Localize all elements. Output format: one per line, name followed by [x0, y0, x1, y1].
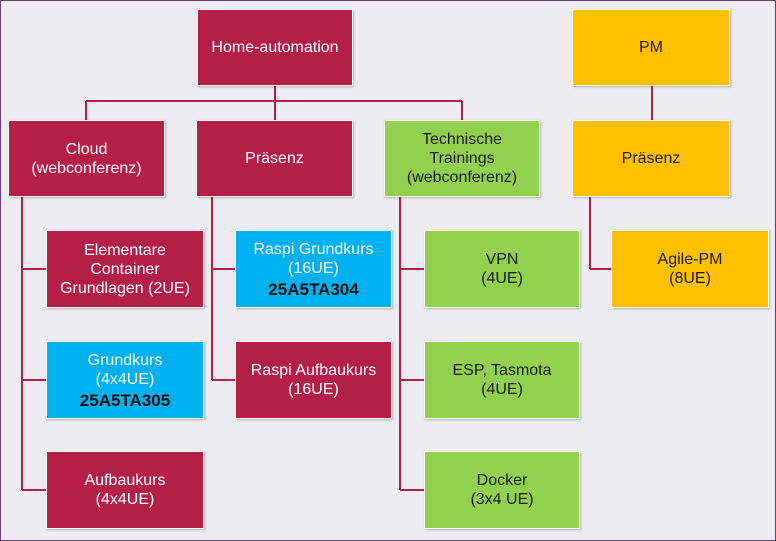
node-grundkurs: Grundkurs (4x4UE) 25A5TA305	[46, 341, 204, 419]
node-esp-tasmota: ESP, Tasmota (4UE)	[424, 341, 580, 419]
node-agile-pm: Agile-PM (8UE)	[611, 230, 769, 308]
node-label: (webconferenz)	[31, 159, 142, 177]
node-aufbaukurs: Aufbaukurs (4x4UE)	[46, 451, 204, 529]
node-label: (16UE)	[288, 259, 339, 277]
course-code: 25A5TA304	[268, 279, 359, 299]
node-label: Grundlagen (2UE)	[60, 279, 190, 297]
node-label: Agile-PM	[657, 251, 723, 268]
node-label: Elementare	[84, 241, 166, 259]
node-label: Aufbaukurs	[84, 472, 166, 489]
node-raspi-aufbaukurs: Raspi Aufbaukurs (16UE)	[235, 341, 392, 419]
node-raspi-grundkurs: Raspi Grundkurs (16UE) 25A5TA304	[235, 230, 392, 308]
node-label: Trainings	[429, 150, 495, 167]
node-label: (4UE)	[481, 381, 523, 398]
node-label: ESP, Tasmota	[452, 362, 552, 379]
node-label: Raspi Aufbaukurs	[250, 362, 377, 379]
node-praesenz: Präsenz	[196, 120, 353, 197]
node-label: Cloud	[65, 140, 108, 158]
node-label: Präsenz	[621, 150, 681, 167]
node-elementare-container: Elementare Container Grundlagen (2UE)	[46, 230, 204, 308]
node-label: (4x4UE)	[95, 491, 155, 508]
node-label: (16UE)	[288, 381, 339, 398]
node-label: Grundkurs	[87, 351, 163, 369]
node-docker: Docker (3x4 UE)	[424, 451, 580, 529]
node-label: Raspi Grundkurs	[253, 240, 374, 258]
node-pm-praesenz: Präsenz	[572, 120, 730, 197]
node-label: (3x4 UE)	[470, 491, 534, 508]
node-label: PM	[639, 39, 663, 56]
course-code: 25A5TA305	[79, 390, 171, 410]
node-cloud: Cloud (webconferenz)	[8, 120, 165, 197]
node-pm: PM	[572, 9, 730, 86]
node-label: Technische	[421, 131, 503, 148]
node-home-automation: Home-automation	[197, 9, 353, 86]
node-label: Home-automation	[211, 39, 339, 56]
node-label: VPN	[485, 251, 519, 268]
node-vpn: VPN (4UE)	[424, 230, 580, 308]
node-technische-trainings: Technische Trainings (webconferenz)	[384, 120, 540, 197]
node-label: (4UE)	[481, 270, 523, 287]
node-label: (webconferenz)	[406, 169, 518, 186]
node-label: (4x4UE)	[95, 370, 155, 388]
node-label: Docker	[476, 472, 528, 489]
node-label: (8UE)	[669, 270, 711, 287]
node-label: Container	[90, 260, 160, 278]
node-label: Präsenz	[245, 150, 304, 167]
